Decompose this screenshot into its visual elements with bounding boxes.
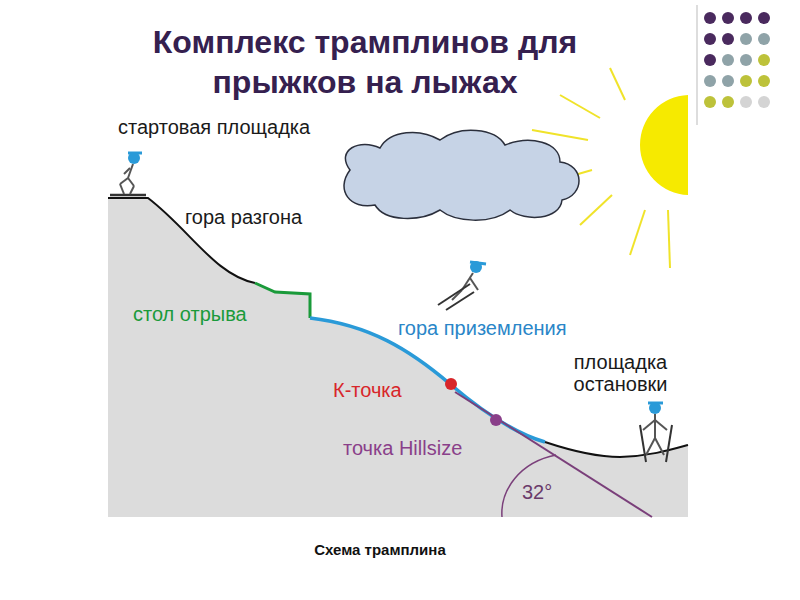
part-label: площадка остановки bbox=[548, 351, 693, 395]
part-label: стартовая площадка bbox=[118, 116, 310, 138]
angle-arc bbox=[502, 455, 556, 517]
skier-flight bbox=[438, 261, 486, 310]
decor-dots bbox=[697, 5, 770, 125]
cloud bbox=[344, 130, 579, 220]
hillsize-dot bbox=[490, 414, 502, 426]
point-label: точка Hillsize bbox=[343, 437, 462, 459]
part-label: стол отрыва bbox=[133, 303, 247, 325]
skier-stop bbox=[640, 402, 672, 462]
title: Комплекс трамплинов для прыжков на лыжах bbox=[100, 22, 630, 102]
angle-label: 32° bbox=[522, 481, 552, 503]
point-label: К-точка bbox=[333, 379, 402, 401]
part-label: гора приземления bbox=[398, 317, 567, 339]
skier-start bbox=[110, 152, 146, 195]
takeoff-table bbox=[255, 283, 310, 318]
k-point-dot bbox=[445, 378, 457, 390]
caption: Схема трамплина bbox=[314, 541, 446, 558]
part-label: гора разгона bbox=[185, 206, 302, 228]
tangent-line bbox=[455, 392, 652, 517]
